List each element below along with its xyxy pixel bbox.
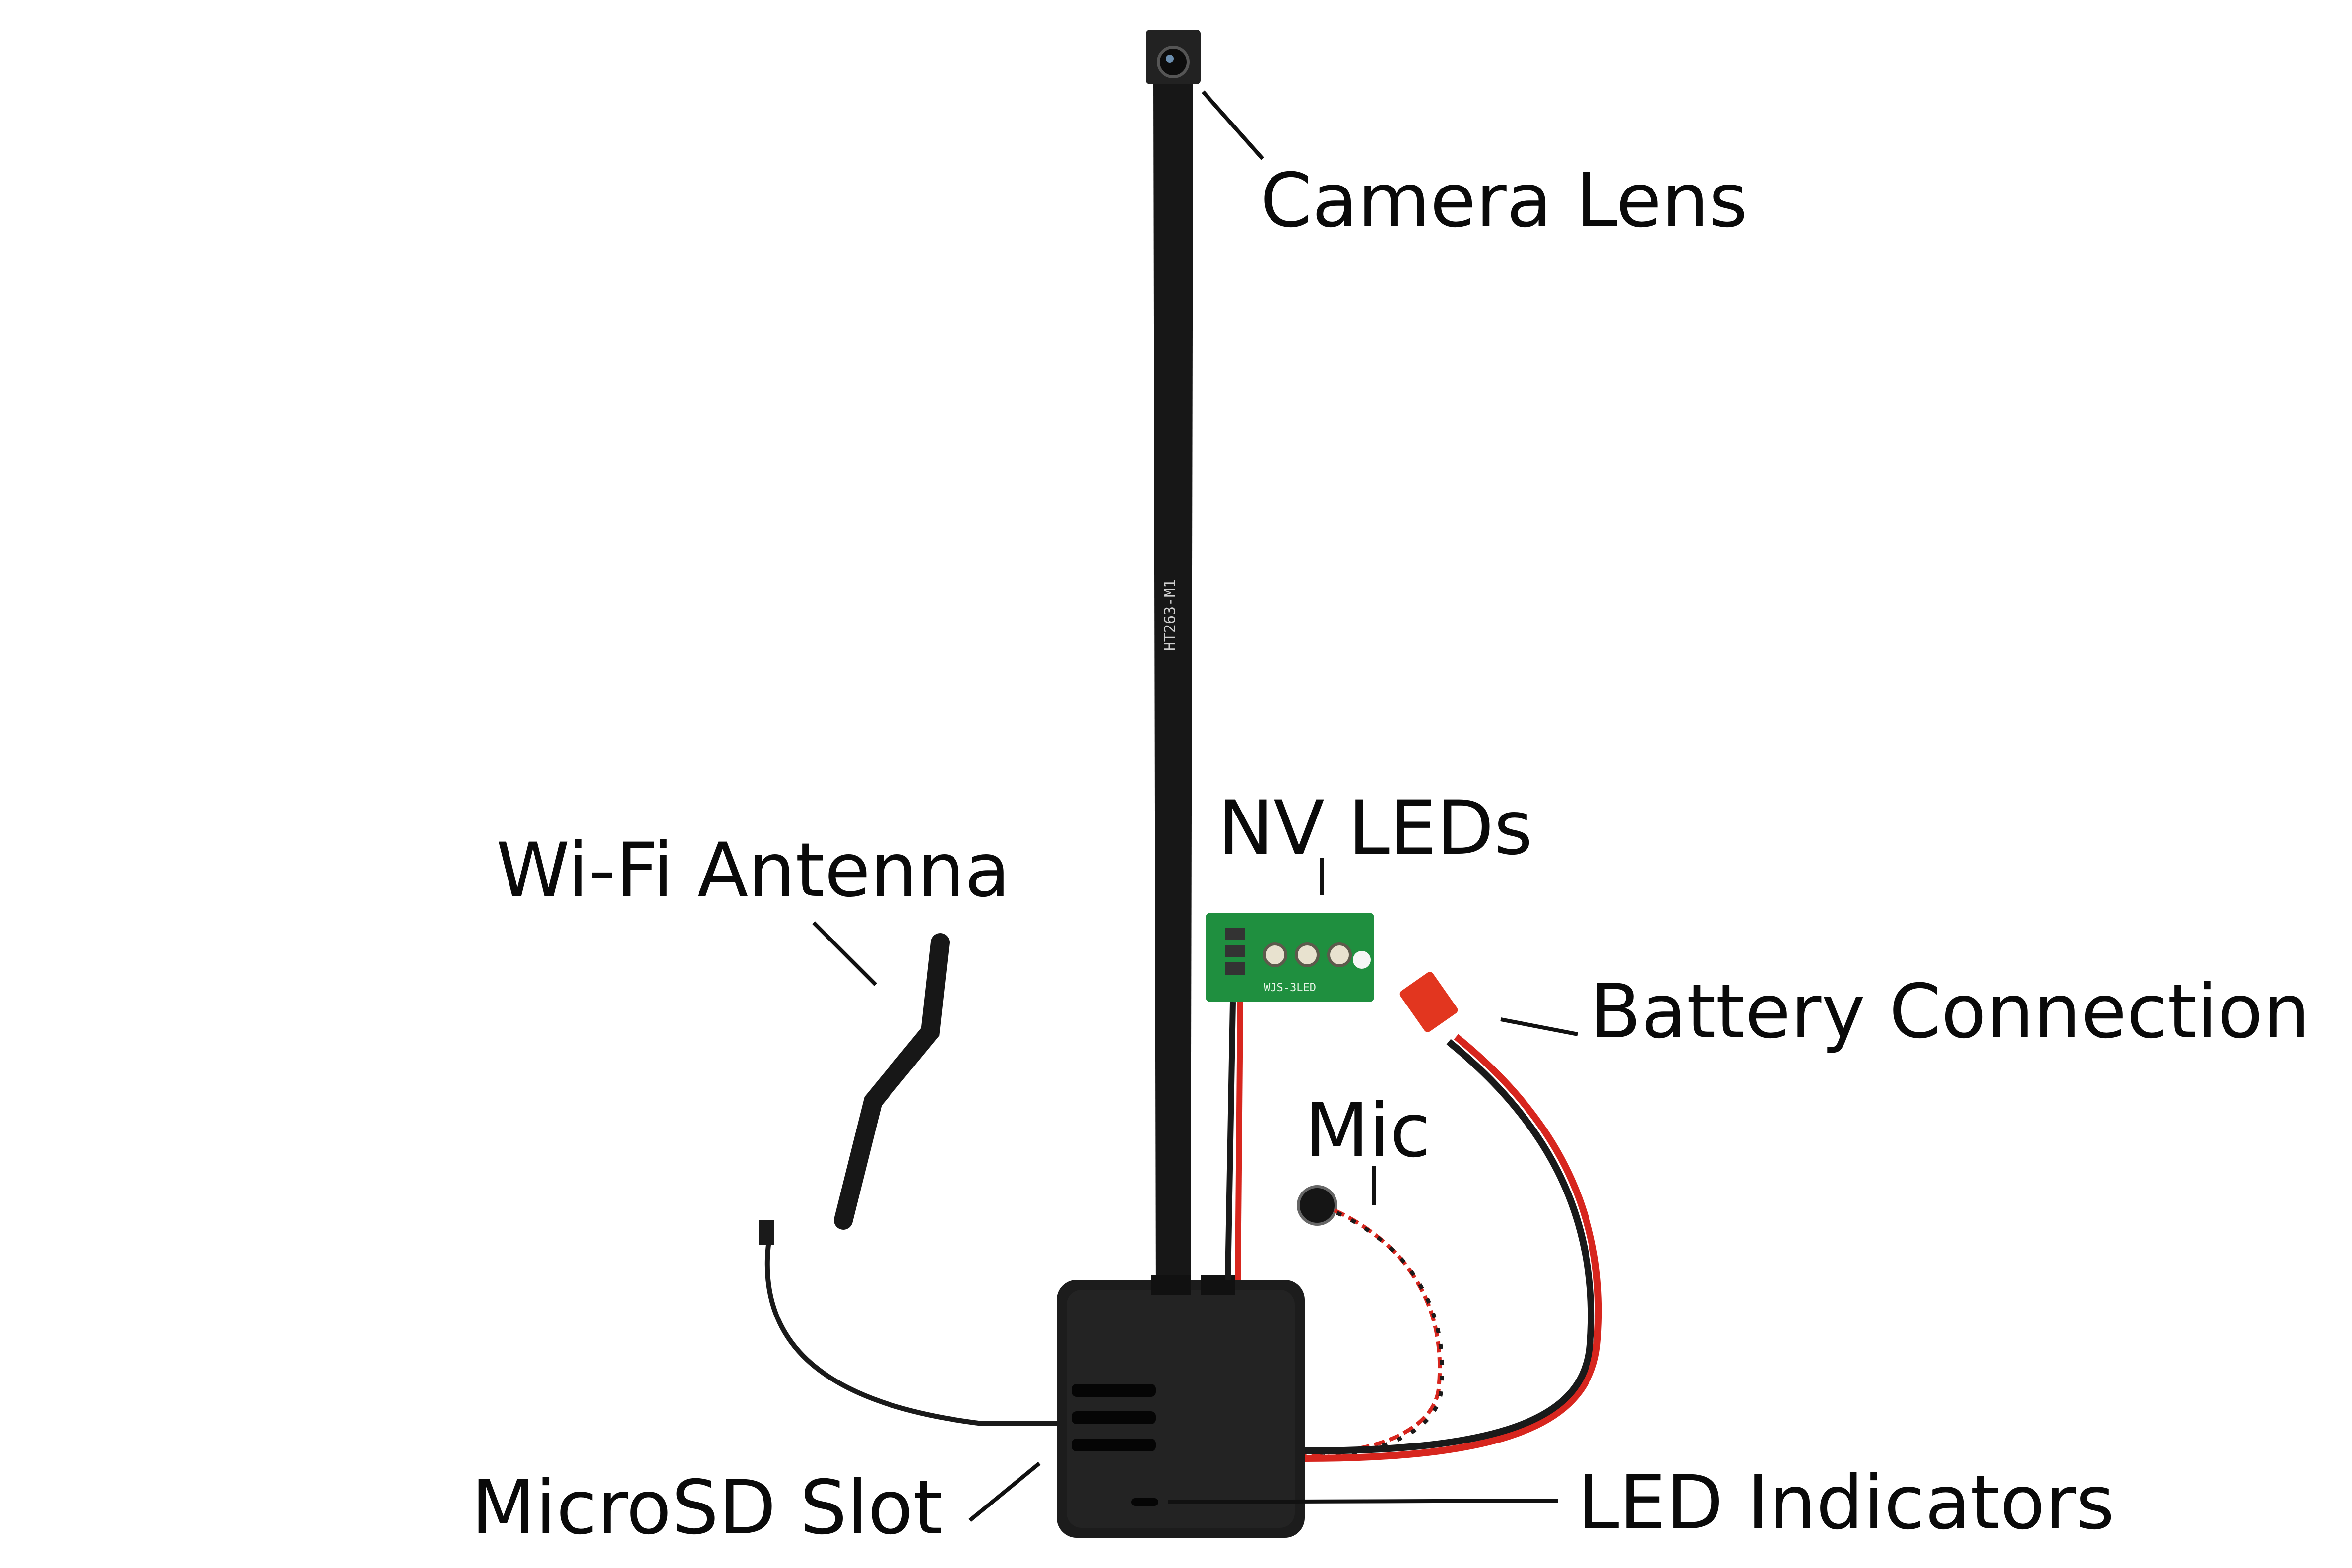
- main-housing: [1057, 1275, 1305, 1538]
- label-microsd-slot: MicroSD Slot: [471, 1465, 943, 1551]
- label-led-indicators: LED Indicators: [1578, 1460, 2115, 1546]
- nv-led-board: WJS-3LED: [1206, 913, 1374, 1280]
- label-camera-lens: Camera Lens: [1260, 158, 1748, 244]
- battery-red-wire: [1304, 1034, 1602, 1462]
- mic-capsule: [1297, 1185, 1337, 1226]
- led-indicator-slot: [1131, 1498, 1158, 1506]
- nv-led: [1327, 942, 1352, 967]
- label-nv-leds: NV LEDs: [1218, 785, 1533, 872]
- ribbon-marking: HT263-M1: [1162, 579, 1179, 651]
- antenna-cable: [764, 1225, 1057, 1426]
- ribbon-cable: [1153, 84, 1193, 1300]
- vent-slot: [1072, 1384, 1156, 1397]
- callout-microsd-slot: [968, 1461, 1041, 1522]
- battery-black-wire: [1304, 1039, 1595, 1454]
- camera-module: HT263-M1: [1146, 30, 1201, 1300]
- camera-lens-icon: [1157, 46, 1190, 78]
- callout-lines: [812, 90, 1578, 1522]
- mic: [1297, 1185, 1445, 1459]
- battery-connector-plug: [1399, 972, 1458, 1032]
- label-battery-connection: Battery Connection: [1590, 969, 2310, 1055]
- label-mic: Mic: [1305, 1088, 1431, 1174]
- led-board: [1206, 913, 1374, 1002]
- nv-led: [1263, 942, 1287, 967]
- callout-led-indicators: [1168, 1499, 1558, 1504]
- vent-slot: [1072, 1411, 1156, 1424]
- mic-wire: [1304, 1208, 1442, 1455]
- nv-led: [1295, 942, 1320, 967]
- label-wifi-antenna: Wi-Fi Antenna: [496, 827, 1011, 914]
- battery-connector: [1304, 972, 1602, 1462]
- antenna-body: [834, 933, 950, 1230]
- microsd-slot: [1072, 1439, 1156, 1451]
- callout-battery-connection: [1500, 1017, 1578, 1036]
- wifi-antenna: [759, 933, 1057, 1426]
- led-board-marking: WJS-3LED: [1264, 982, 1316, 994]
- callout-camera-lens: [1202, 90, 1264, 160]
- callout-wifi-antenna: [812, 921, 877, 986]
